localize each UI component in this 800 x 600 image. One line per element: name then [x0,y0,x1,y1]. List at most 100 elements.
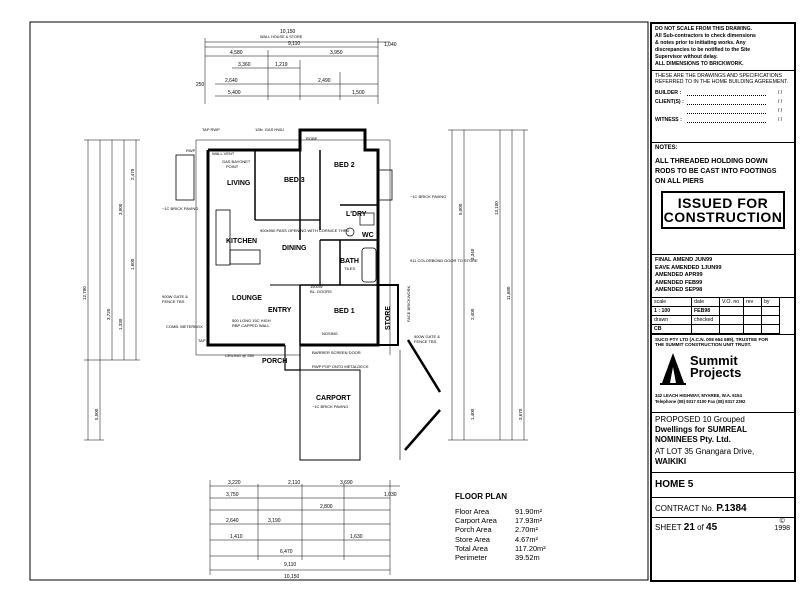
builder-signature-row: BUILDER :/ / [655,90,783,96]
home-label: HOME 5 [652,473,794,498]
note-fence-right: FENCE TBS [414,339,437,344]
dim-left-2: 5,500 [94,408,99,420]
plan-annotations: TAP RWP 12ltr. GAS HWU GAS BAYONET POINT… [162,127,478,409]
note-robe: ROBE [306,136,318,141]
note-gas-bayonet: GAS BAYONET [222,159,251,164]
dim-top-7: 1,219 [275,62,288,68]
room-bed2: BED 2 [334,162,355,169]
room-entry: ENTRY [268,307,292,314]
title-block: DO NOT SCALE FROM THIS DRAWING. All Sub-… [650,22,796,582]
issued-for-construction-stamp: ISSUED FOR CONSTRUCTION [661,191,785,229]
dim-top-6: 3,360 [238,62,251,68]
dim-bottom-12: 10,150 [284,574,300,580]
note-tiles: TILES [344,266,355,271]
drawing-frame [29,21,649,581]
room-laundry: L'DRY [346,211,367,218]
client2-signature-row: / / [655,107,791,114]
note-paving-right: ~1C BRICK PAVING [410,194,446,199]
dim-bottom-6: 3,190 [268,518,281,524]
note-point: POINT [226,164,239,169]
dim-left-4: 3,900 [118,203,123,215]
room-dining: DINING [282,245,307,252]
dim-right-5: 3,340 [470,248,475,260]
dim-bottom-2: 2,110 [288,480,300,486]
dim-top-10: 2,490 [318,78,331,84]
dim-bottom-9: 1,630 [350,534,363,540]
dim-top-8: 2,640 [225,78,238,84]
copyright-year: 1998 [774,524,790,532]
room-wc: WC [362,232,374,239]
svg-text:WALL HOUSE & STORE: WALL HOUSE & STORE [260,35,303,39]
dim-left-6: 1,600 [130,258,135,270]
signatory-block: THESE ARE THE DRAWINGS AND SPECIFICATION… [652,71,794,143]
note-nosing: NOSING [322,331,338,336]
sheet-total: 45 [706,521,718,533]
note-meterbox: COMB. METERBOX [166,324,203,329]
dim-right-3: 11,680 [506,286,511,300]
house-walls [175,128,442,461]
dim-bottom-7: 2,800 [320,504,333,510]
floor-plan-title: FLOOR PLAN [455,492,507,501]
dim-right-2: 13,100 [494,201,499,215]
left-dimensions: 12,700 5,500 3,720 3,900 2,470 1,600 1,3… [82,139,140,441]
note-gas-hwu: 12ltr. GAS HWU [255,127,284,132]
note-tap: TAP [198,338,206,343]
note-bl-doors: BL. DOORS [310,289,332,294]
summit-logo-icon [660,352,686,385]
dim-top-4: 3,950 [330,50,343,56]
sheet-row: SHEET 21 of 45 © 1998 [655,517,790,533]
note-face-brick: FACE BRICKWORK [406,285,411,322]
dim-bottom-13: 1,030 [384,492,397,498]
drawing-info-grid: scale date V.O. no rev by 1 : 100 FEB98 … [652,297,794,335]
note-colorbond: 911 COLORBOND DOOR TO STORE [410,258,478,263]
dim-left-7: 1,330 [118,318,123,330]
note-fence-left: FENCE TBS [162,299,185,304]
dim-top-3: 4,580 [230,50,243,56]
note-tap-rwp: TAP RWP [202,127,220,132]
dim-top-overall: 10,150 [280,29,296,35]
dim-bottom-4: 3,750 [226,492,239,498]
dim-bottom-5: 2,640 [226,518,239,524]
room-bed3: BED 3 [284,177,305,184]
dim-bottom-3: 3,690 [340,480,353,486]
notes-section: NOTES: ALL THREADED HOLDING DOWN RODS TO… [652,143,794,255]
contract-number: P.1384 [716,502,747,514]
company-address: 342 LEACH HIGHWAY, MYAREE, W.A. 6154 [655,392,742,398]
drawn-by-value: CB [652,324,692,334]
note-paving-left: ~1C BRICK PAVING [162,206,198,211]
dim-bottom-1: 3,220 [228,480,241,486]
note-paving-carport: ~1C BRICK PAVING [312,404,348,409]
note-barrier-door: BARRIER SCREEN DOOR [312,350,361,355]
dim-top-9: 5,400 [228,90,241,96]
client-signature-row: CLIENT(S) :/ / [655,99,783,105]
dim-top-5: 1,040 [384,42,397,48]
dim-bottom-8: 1,410 [230,534,243,540]
company-block: SUCO PTY LTD (A.C.N. 008 664 689), TRUST… [652,335,794,413]
copyright-icon: © [779,517,785,525]
note-gate-left: 900W GATE & [162,294,188,299]
company-phone: Telephone (08) 9317 0100 Fax (08) 9317 2… [655,398,746,404]
room-kitchen: KITCHEN [226,238,257,245]
room-bath: BATH [340,258,359,265]
note-wall-vent: WALL VENT [212,151,235,156]
room-store: STORE [385,306,392,330]
note-ceiling: CEILING @ 280 [225,353,255,358]
dim-bottom-10: 6,470 [280,549,293,555]
top-dimensions: 10,150 WALL HOUSE & STORE 9,110 4,580 3,… [196,29,397,104]
room-porch: PORCH [262,358,287,365]
room-labels: BED 2 BED 3 LIVING KITCHEN DINING LOUNGE… [226,162,392,402]
note-rwp-metaldeck: RWP POP ONTO METALDECK [312,364,369,369]
room-carport: CARPORT [316,395,351,402]
scale-value: 1 : 100 [652,306,692,316]
room-living: LIVING [227,180,251,187]
sheet-number: 21 [683,521,695,533]
amendments-list: FINAL AMEND JUN99 EAVE AMENDED 1JUN99 AM… [652,255,794,298]
dim-right-6: 2,400 [470,308,475,320]
logo-summit: Summit [690,352,738,368]
witness-signature-row: WITNESS :/ / [655,117,783,123]
